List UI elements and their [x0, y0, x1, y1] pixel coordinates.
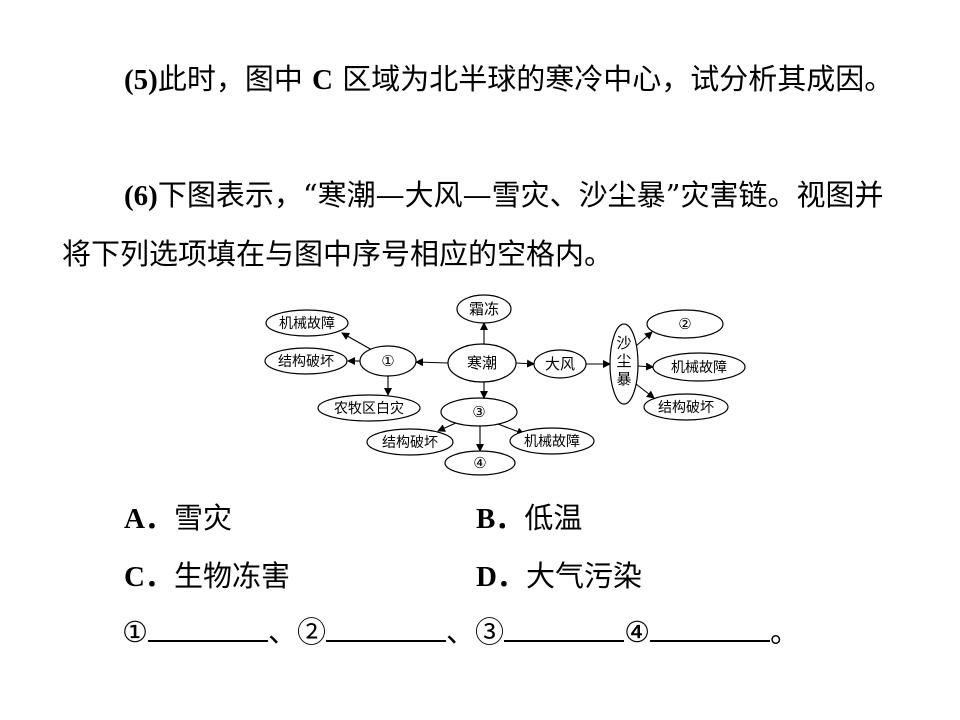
answer-sep-1: 、: [268, 615, 298, 649]
node-shuangdong: 霜冻: [456, 294, 512, 324]
node-outline: [359, 345, 417, 377]
node-nongmu: 农牧区白灾: [317, 394, 421, 422]
answer-marker-2: ②: [297, 615, 327, 649]
diagram-arrow: [437, 421, 459, 432]
node-outline: [509, 427, 595, 455]
option-b: B．低温: [476, 498, 582, 539]
option-a: A．雪灾: [124, 498, 232, 539]
node-outline: [264, 347, 348, 375]
node-n4: ④: [444, 450, 516, 476]
option-b-text: 低温: [524, 501, 583, 535]
node-outline: [447, 343, 517, 383]
diagram-arrow: [637, 362, 654, 371]
question-5-text-b: 区域为北半球的寒冷中心，试分析其成因。: [333, 62, 894, 96]
region-c-label: C: [312, 64, 333, 96]
node-label: 暴: [616, 370, 631, 388]
node-label: ①: [381, 352, 394, 370]
answer-end: 。: [770, 615, 800, 649]
node-n3: ③: [440, 397, 518, 427]
option-a-key: A．: [124, 503, 174, 535]
node-outline: [444, 450, 516, 476]
node-label: 霜冻: [469, 300, 499, 318]
diagram-arrow: [635, 331, 653, 347]
answer-blank-3[interactable]: [504, 612, 625, 642]
answer-blank-4[interactable]: [650, 612, 771, 642]
question-5: (5)此时，图中 C 区域为北半球的寒冷中心，试分析其成因。: [62, 50, 902, 109]
node-outline: [643, 393, 729, 421]
node-jixie-tl: 机械故障: [265, 309, 349, 337]
node-label: 结构破坏: [658, 400, 714, 416]
node-outline: [646, 309, 724, 339]
option-a-text: 雪灾: [173, 501, 232, 535]
node-jixie-br: 机械故障: [509, 427, 595, 455]
node-n1: ①: [359, 345, 417, 377]
node-jixie-r: 机械故障: [652, 352, 746, 382]
diagram-arrow: [415, 358, 449, 367]
answer-marker-4: ④: [624, 615, 651, 649]
question-5-label: (5): [124, 64, 158, 96]
node-label: 寒潮: [467, 354, 497, 372]
question-6-text: 下图表示，“寒潮—大风—雪灾、沙尘暴”灾害链。视图并将下列选项填在与图中序号相应…: [62, 178, 884, 271]
node-label: 机械故障: [524, 434, 580, 450]
answer-sep-2: 、: [446, 615, 476, 649]
node-label: 农牧区白灾: [334, 400, 404, 417]
node-label: ③: [472, 403, 485, 421]
node-label: 机械故障: [671, 360, 727, 376]
diagram-arrow: [635, 383, 655, 399]
option-d-text: 大气污染: [525, 559, 642, 593]
option-c: C．生物冻害: [124, 556, 290, 597]
node-n2: ②: [646, 309, 724, 339]
node-label: ④: [473, 454, 486, 472]
question-6: (6)下图表示，“寒潮—大风—雪灾、沙尘暴”灾害链。视图并将下列选项填在与图中序…: [62, 166, 902, 283]
node-hanchao: 寒潮: [447, 343, 517, 383]
node-jiegou-r: 结构破坏: [643, 393, 729, 421]
node-label: 结构破坏: [278, 354, 334, 370]
answer-blank-2[interactable]: [326, 612, 447, 642]
node-outline: [366, 428, 454, 456]
answer-marker-3: ③: [475, 615, 505, 649]
node-label: 沙: [616, 334, 631, 352]
node-jiegou-l: 结构破坏: [264, 347, 348, 375]
node-label: 大风: [545, 355, 575, 373]
answer-blank-1[interactable]: [148, 612, 268, 642]
option-c-text: 生物冻害: [173, 559, 290, 593]
node-outline: [533, 349, 587, 379]
node-label: 结构破坏: [382, 435, 438, 451]
node-jiegou-bl: 结构破坏: [366, 428, 454, 456]
option-c-key: C．: [124, 561, 174, 593]
node-outline: [652, 352, 746, 382]
diagram-arrow: [341, 332, 373, 351]
node-label: 尘: [616, 352, 631, 370]
option-b-key: B．: [476, 503, 525, 535]
node-outline: [456, 294, 512, 324]
node-outline: [609, 323, 639, 405]
node-shachenbao: 沙尘暴: [609, 323, 639, 405]
node-label: ②: [678, 315, 691, 333]
node-outline: [265, 309, 349, 337]
option-d: D．大气污染: [476, 556, 642, 597]
node-dafeng: 大风: [533, 349, 587, 379]
question-5-text-a: 此时，图中: [157, 62, 313, 96]
diagram-arrow: [515, 359, 535, 368]
option-d-key: D．: [476, 561, 526, 593]
question-6-label: (6): [124, 180, 158, 212]
node-label: 机械故障: [279, 316, 335, 332]
node-outline: [317, 394, 421, 422]
answer-marker-1: ①: [122, 615, 148, 649]
node-outline: [440, 397, 518, 427]
